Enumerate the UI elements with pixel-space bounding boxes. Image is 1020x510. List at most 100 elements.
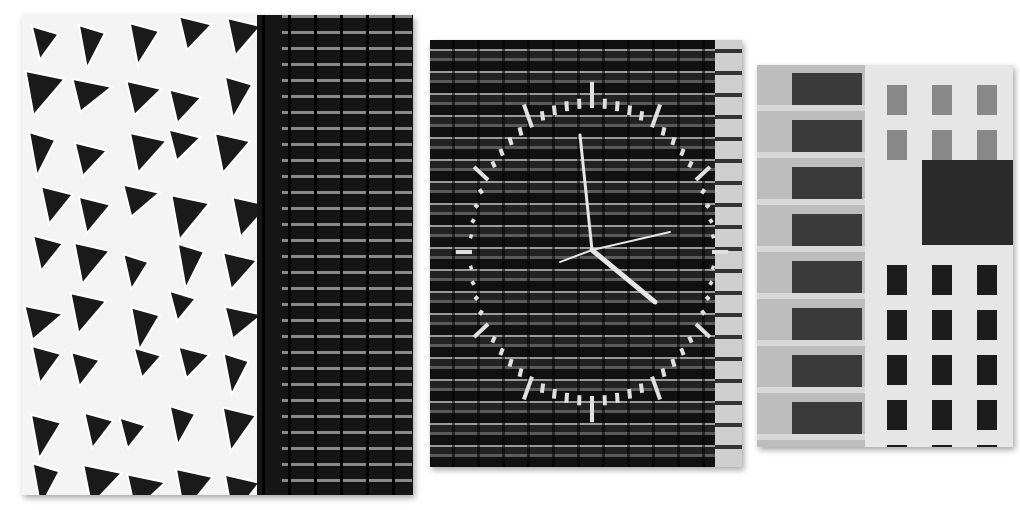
window-triangle <box>221 406 258 454</box>
hour-hand <box>589 247 658 305</box>
clock-tick <box>627 105 633 116</box>
minute-hand <box>578 133 594 252</box>
window-triangle <box>167 289 198 324</box>
clock-tick <box>507 136 514 146</box>
triangular-facade-image <box>22 15 413 495</box>
window-triangle <box>77 23 107 72</box>
clock-tick <box>679 148 686 157</box>
clock-tick <box>638 110 645 121</box>
window-triangle <box>31 234 65 274</box>
window-triangle <box>223 305 265 341</box>
clock-tick <box>694 165 712 182</box>
window-triangle <box>29 413 63 462</box>
clock-tick <box>507 358 514 368</box>
clock-tick <box>704 295 711 302</box>
window-triangle <box>223 75 254 122</box>
clock-tick <box>470 218 476 224</box>
window-triangle <box>168 88 203 126</box>
clock-tick <box>660 368 667 378</box>
dark-facade-image <box>430 40 715 467</box>
window-triangle <box>30 344 63 386</box>
window-triangle <box>82 411 116 451</box>
window-triangle <box>73 141 109 179</box>
window-triangle <box>125 79 164 118</box>
window-triangle <box>24 69 67 118</box>
window-triangle <box>177 345 212 381</box>
window-triangle <box>69 350 102 389</box>
clock-tick <box>498 148 505 157</box>
window <box>932 265 952 295</box>
window-triangle <box>226 16 263 58</box>
clock-tick <box>539 383 546 394</box>
window <box>977 265 997 295</box>
clock-tick <box>473 202 480 209</box>
clock-tick <box>522 376 534 401</box>
clock-tick <box>670 136 677 146</box>
clock-tick <box>627 388 633 399</box>
window-triangle <box>128 131 169 175</box>
clock-tick <box>468 265 474 271</box>
window-triangle <box>31 462 61 495</box>
window-triangle <box>71 77 115 114</box>
window-triangle <box>27 130 57 179</box>
clock-tick <box>614 392 620 403</box>
clock-tick <box>551 105 557 116</box>
window <box>977 445 997 447</box>
clock-tick <box>477 309 484 316</box>
clock-tick <box>551 388 557 399</box>
clock-tick <box>498 347 505 356</box>
window-triangle <box>23 304 66 342</box>
clock-tick <box>472 165 490 182</box>
clock-tick <box>490 160 497 169</box>
window-triangle <box>174 467 215 495</box>
window <box>932 355 952 385</box>
clock-tick <box>517 126 524 136</box>
window-triangle <box>222 351 251 398</box>
window <box>887 355 907 385</box>
window <box>887 400 907 430</box>
clock-tick <box>472 322 490 339</box>
clock-tick <box>517 368 524 378</box>
light-facade-image <box>757 65 1013 447</box>
clock-tick <box>564 392 570 403</box>
clock-tick <box>638 383 645 394</box>
window-triangle <box>213 131 253 176</box>
window <box>932 310 952 340</box>
second-hand <box>591 231 671 251</box>
clock-tick <box>650 376 662 401</box>
window-triangle <box>69 291 108 336</box>
window-triangle <box>177 15 214 53</box>
window-triangle <box>176 242 206 292</box>
window <box>977 400 997 430</box>
window <box>977 355 997 385</box>
center-canvas-panel <box>430 40 742 467</box>
clock-tick <box>704 202 711 209</box>
clock-tick <box>470 280 476 286</box>
clock-tick <box>687 160 694 169</box>
clock-tick <box>687 335 694 344</box>
clock-tick <box>710 265 716 271</box>
clock-tick <box>522 103 534 128</box>
clock-tick <box>670 358 677 368</box>
window-triangle <box>121 252 150 293</box>
window <box>887 265 907 295</box>
window <box>932 445 952 447</box>
window-triangle <box>168 404 197 448</box>
clock-tick <box>564 101 570 112</box>
window-triangle <box>128 21 161 68</box>
clock-face-icon <box>455 81 729 423</box>
clock-tick <box>614 101 620 112</box>
clock-tick <box>679 347 686 356</box>
clock-tick <box>700 309 707 316</box>
window-triangle <box>170 194 212 243</box>
window-triangle <box>39 185 75 227</box>
window-triangle <box>30 24 61 63</box>
clock-tick <box>660 126 667 136</box>
window-triangle <box>77 195 113 236</box>
window <box>887 445 907 447</box>
clock-tick <box>473 295 480 302</box>
window-triangle <box>132 346 164 380</box>
window-triangle <box>118 416 148 451</box>
clock-tick <box>700 188 707 195</box>
window <box>932 400 952 430</box>
